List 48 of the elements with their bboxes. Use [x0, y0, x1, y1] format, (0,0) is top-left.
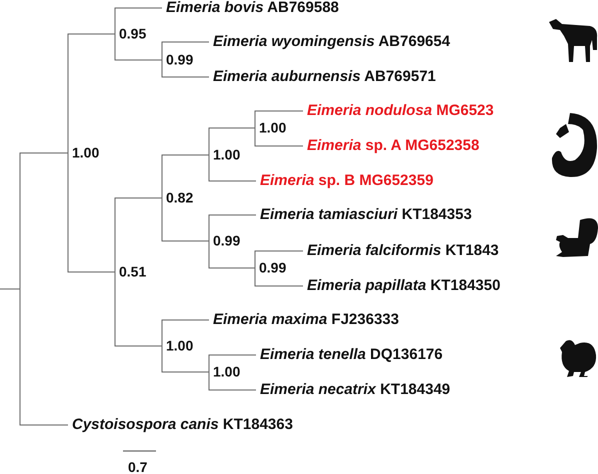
tree-branch [162, 154, 210, 198]
tree-branch [254, 110, 304, 128]
support-value: 1.00 [68, 144, 100, 162]
tree-branch [254, 268, 304, 286]
scale-value: 0.7 [128, 459, 148, 474]
taxon-label: Eimeria sp. A MG652358 [303, 137, 480, 155]
tree-branch [114, 8, 162, 34]
support-value: 0.99 [162, 52, 194, 68]
taxon-label: Eimeria tamiasciuri KT184353 [256, 206, 472, 224]
support-value: 0.99 [209, 232, 240, 250]
tree-branch [162, 320, 210, 346]
taxon-label: Eimeria bovis AB769588 [162, 0, 339, 17]
tree-branch [208, 372, 256, 390]
taxon-label: Eimeria necatrix KT184349 [256, 381, 450, 399]
taxon-label: Eimeria wyomingensis AB769654 [209, 33, 450, 51]
tree-branch [162, 346, 210, 372]
taxon-label: Eimeria falciformis KT1843 [303, 242, 499, 260]
support-value: 0.82 [162, 190, 194, 206]
tree-branch [208, 354, 256, 372]
support-value: 1.00 [209, 146, 240, 164]
support-value: 0.51 [115, 264, 146, 280]
taxon-label: Eimeria maxima FJ236333 [209, 311, 399, 329]
support-value: 1.00 [209, 364, 240, 380]
tree-branch [114, 34, 162, 60]
taxon-label: Eimeria tenella DQ136176 [256, 346, 443, 364]
tree-branch [208, 154, 256, 182]
tree-branch [254, 250, 304, 268]
taxon-label: Eimeria sp. B MG652359 [256, 172, 434, 190]
tree-branch [208, 128, 256, 156]
tree-branch [162, 198, 210, 242]
support-value: 0.99 [255, 260, 286, 276]
tree-branch [208, 240, 256, 268]
support-value: 0.95 [115, 26, 146, 42]
tree-branch [0, 288, 68, 426]
taxon-label: Cystoisospora canis KT184363 [68, 416, 293, 434]
taxon-label: Eimeria auburnensis AB769571 [209, 68, 436, 86]
tree-branch [68, 34, 116, 154]
tree-branch [68, 152, 116, 272]
tree-branch [254, 128, 304, 146]
taxon-label: Eimeria nodulosa MG6523 [303, 102, 494, 120]
tree-branch [114, 198, 162, 272]
taxon-label: Eimeria papillata KT184350 [303, 277, 500, 295]
tree-branch [208, 214, 256, 242]
tree-branch [114, 272, 162, 346]
support-value: 1.00 [162, 338, 194, 354]
tree-branch [162, 60, 210, 78]
tree-branch [162, 42, 210, 60]
support-value: 1.00 [255, 120, 286, 136]
